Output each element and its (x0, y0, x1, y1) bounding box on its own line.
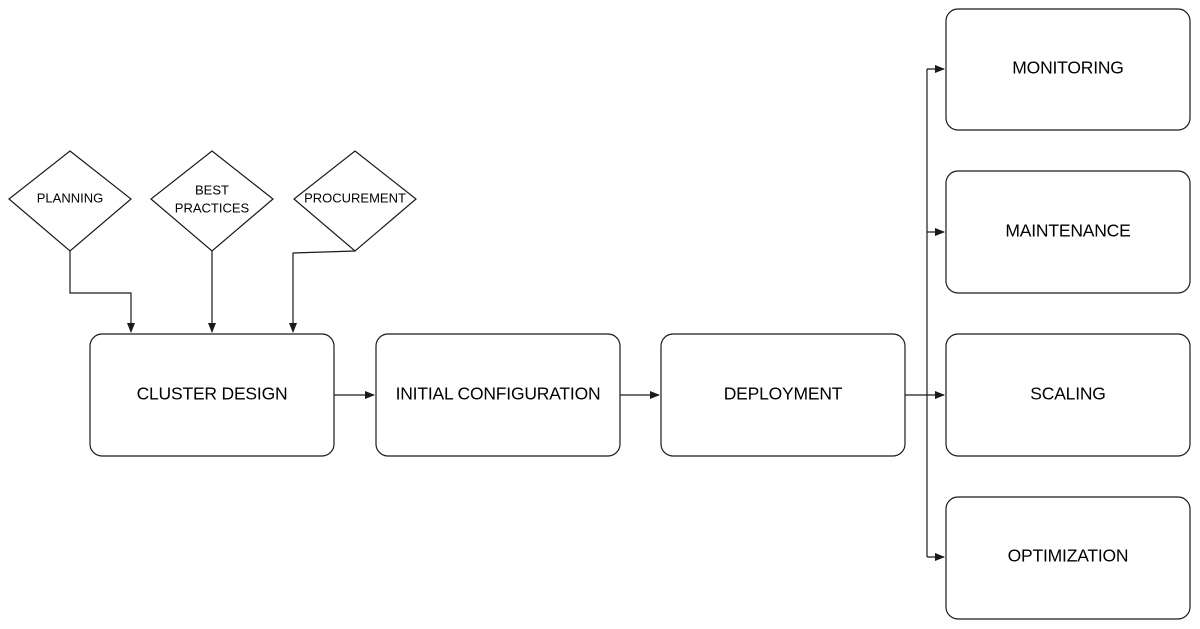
maintenance-label: MAINTENANCE (1005, 221, 1130, 241)
optimization-label: OPTIMIZATION (1008, 546, 1129, 566)
initial-configuration-box: INITIAL CONFIGURATION (375, 333, 621, 457)
deployment-box: DEPLOYMENT (660, 333, 906, 457)
maintenance-box: MAINTENANCE (945, 170, 1191, 294)
scaling-box: SCALING (945, 333, 1191, 457)
procurement-label: PROCUREMENT (304, 190, 406, 205)
best-practices-diamond: BEST PRACTICES (150, 150, 274, 252)
monitoring-label: MONITORING (1012, 58, 1123, 78)
monitoring-box: MONITORING (945, 8, 1191, 131)
best-practices-label-line-1: BEST (195, 182, 229, 197)
scaling-label: SCALING (1030, 384, 1105, 404)
planning-diamond: PLANNING (8, 150, 132, 252)
optimization-box: OPTIMIZATION (945, 496, 1191, 620)
planning-to-cluster-design-arrow (69, 251, 135, 333)
deployment-label: DEPLOYMENT (724, 384, 843, 404)
cluster-design-label: CLUSTER DESIGN (137, 384, 288, 404)
procurement-diamond: PROCUREMENT (293, 150, 417, 252)
cluster-design-box: CLUSTER DESIGN (89, 333, 335, 457)
initial-configuration-label: INITIAL CONFIGURATION (396, 384, 601, 404)
planning-label: PLANNING (37, 190, 103, 205)
procurement-to-cluster-design-arrow (289, 250, 356, 333)
best-practices-label-line-2: PRACTICES (175, 200, 250, 215)
